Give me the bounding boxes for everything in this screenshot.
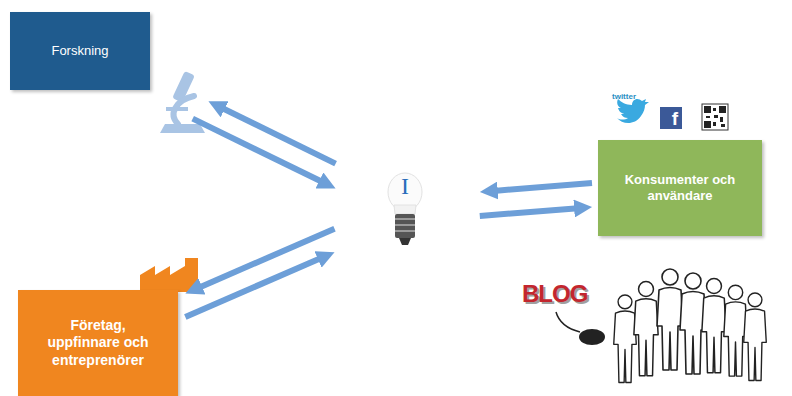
mouse-body: [579, 329, 605, 345]
qr-corner: [719, 106, 726, 113]
person-figure: [634, 281, 658, 375]
people-sketch: [614, 269, 767, 382]
person-figure: [744, 293, 767, 381]
person-figure: [614, 295, 637, 383]
flow-arrow: [494, 183, 592, 191]
qr-dot: [713, 108, 716, 111]
mouse-cable: [556, 312, 580, 332]
factory-icon: [140, 258, 198, 292]
bulb-tip: [399, 238, 411, 245]
bulb-thread: [395, 230, 415, 232]
qr-code-icon: [702, 104, 728, 130]
flow-arrow: [480, 208, 578, 216]
microscope-base: [160, 124, 205, 133]
computer-mouse-icon: [556, 312, 605, 345]
bulb-thread: [395, 224, 415, 226]
company-box: Företag, uppfinnare och entreprenörer: [18, 290, 178, 396]
qr-corner: [704, 121, 711, 128]
light-bulb: I: [385, 172, 425, 248]
microscope-stage: [166, 107, 188, 111]
blog-wordmark: BLOG: [522, 280, 587, 308]
flow-arrow: [185, 258, 321, 317]
qr-dot: [721, 124, 725, 127]
person-figure: [657, 269, 683, 370]
qr-dot: [706, 116, 710, 118]
qr-ground: [702, 104, 728, 130]
bulb-base: [395, 214, 415, 238]
person-figure: [702, 278, 726, 372]
facebook-logo: f: [660, 107, 682, 129]
flow-arrow: [221, 108, 336, 164]
twitter-logo-text: twitter: [612, 92, 636, 101]
bulb-letter: I: [401, 174, 409, 198]
consumer-box: Konsumenter och användare: [598, 140, 762, 236]
qr-corner: [704, 106, 711, 113]
qr-dot: [720, 117, 723, 122]
bulb-thread: [395, 218, 415, 220]
twitter-bird: [617, 99, 649, 123]
twitter-bird-icon: [617, 99, 649, 123]
research-box: Forskning: [10, 12, 150, 90]
flow-arrow: [193, 119, 323, 183]
node-label: Forskning: [51, 43, 108, 59]
bulb-neck: [394, 205, 416, 214]
qr-dot: [713, 122, 716, 126]
qr-dot: [714, 115, 718, 118]
node-label: Konsumenter och användare: [610, 172, 750, 205]
node-label: Företag, uppfinnare och entreprenörer: [36, 317, 160, 370]
